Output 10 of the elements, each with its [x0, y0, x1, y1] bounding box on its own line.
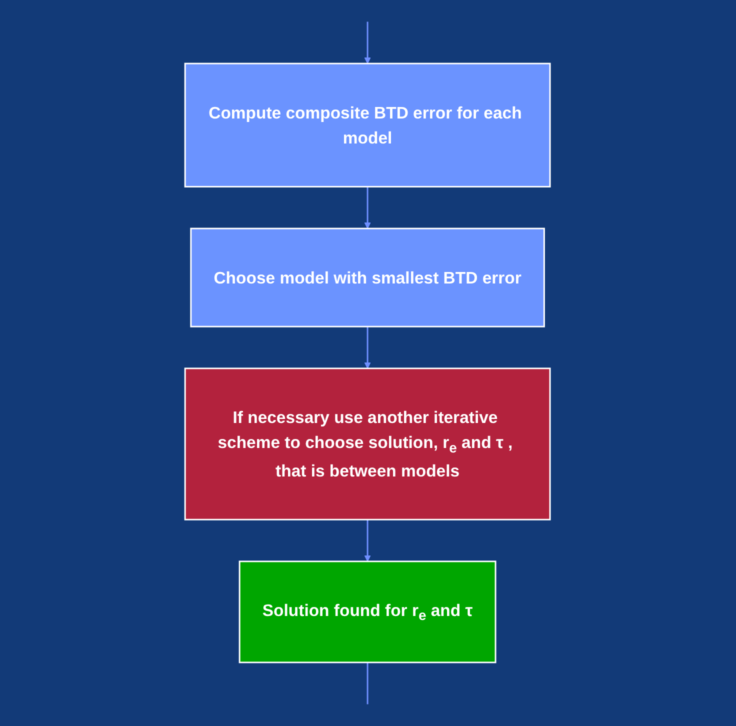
arrow	[364, 520, 372, 562]
flowchart: Compute composite BTD error for each model Choose model with smallest BTD error If necessary use another iterative scheme to choose solution, r$_{e}$ and τ , that is between models Solution found for r$_{e}$ and τ	[179, 5, 557, 721]
connector	[367, 662, 369, 704]
arrow	[364, 186, 372, 229]
node-box	[184, 368, 552, 520]
arrow	[364, 22, 372, 64]
node-box	[190, 228, 546, 328]
node-box	[184, 62, 552, 188]
arrow	[364, 326, 372, 369]
node-box	[239, 560, 497, 664]
